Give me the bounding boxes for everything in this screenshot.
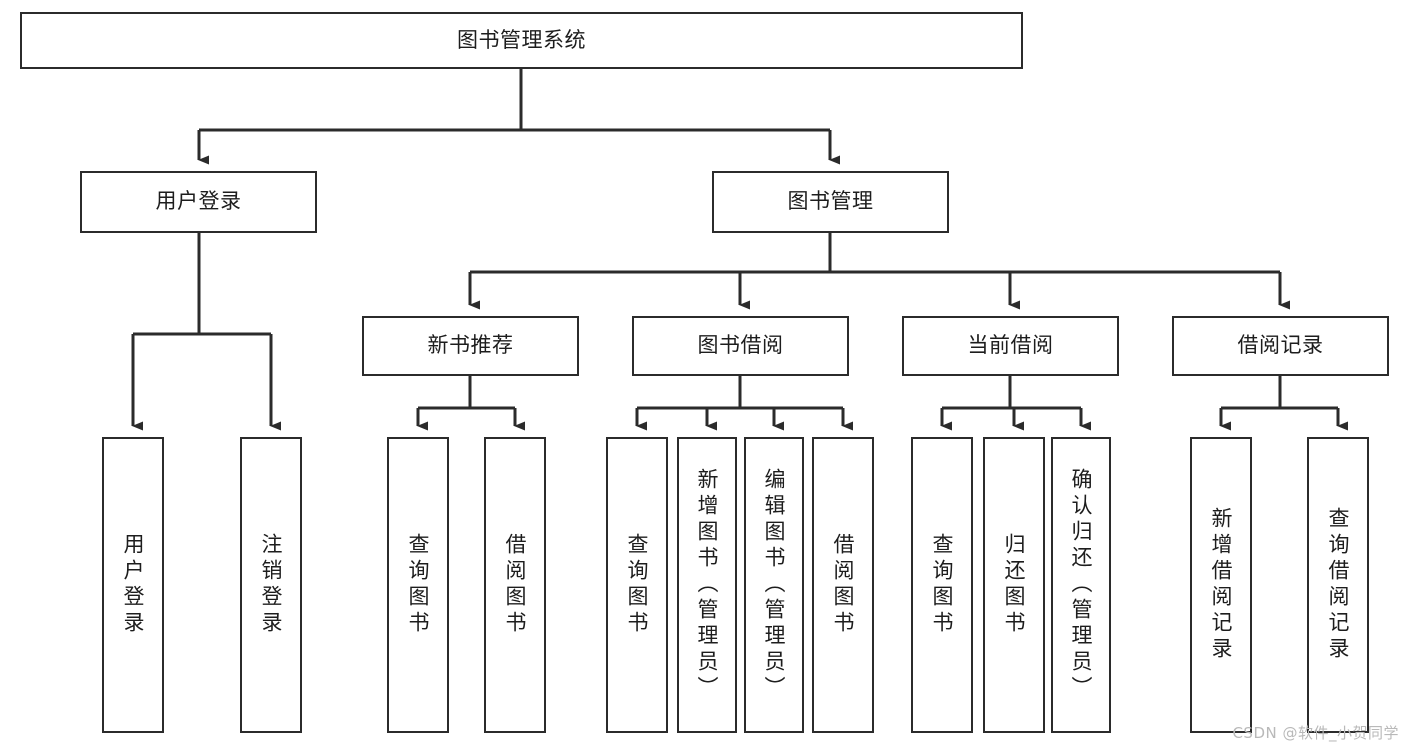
leaf-node-confirm-return-admin[interactable]: 确认归还（管理员） [1051, 437, 1111, 733]
node-label: 编辑图书（管理员） [762, 468, 787, 702]
node-label: 借阅记录 [1237, 333, 1324, 358]
node-current-borrowing[interactable]: 当前借阅 [902, 316, 1119, 376]
node-label: 确认归还（管理员） [1069, 468, 1094, 702]
node-label: 注销登录 [259, 533, 284, 637]
node-label: 新增图书（管理员） [695, 468, 720, 702]
node-label: 当前借阅 [967, 333, 1054, 358]
leaf-node-logout[interactable]: 注销登录 [240, 437, 302, 733]
leaf-node-add-book-admin[interactable]: 新增图书（管理员） [677, 437, 737, 733]
node-label: 借阅图书 [831, 533, 856, 637]
leaf-node-user-login[interactable]: 用户登录 [102, 437, 164, 733]
node-new-book-recommendation[interactable]: 新书推荐 [362, 316, 579, 376]
leaf-node-query-book-current[interactable]: 查询图书 [911, 437, 973, 733]
node-label: 查询图书 [625, 533, 650, 637]
node-book-management-system[interactable]: 图书管理系统 [20, 12, 1023, 69]
node-label: 用户登录 [121, 533, 146, 637]
leaf-node-add-borrow-record[interactable]: 新增借阅记录 [1190, 437, 1252, 733]
leaf-node-return-book[interactable]: 归还图书 [983, 437, 1045, 733]
node-label: 查询图书 [406, 533, 431, 637]
node-label: 图书借阅 [697, 333, 784, 358]
node-label: 新书推荐 [427, 333, 514, 358]
node-user-login[interactable]: 用户登录 [80, 171, 317, 233]
node-label: 查询图书 [930, 533, 955, 637]
node-label: 用户登录 [155, 189, 242, 214]
node-label: 借阅图书 [503, 533, 528, 637]
leaf-node-borrow-book[interactable]: 借阅图书 [812, 437, 874, 733]
connectors-root [131, 69, 1348, 431]
node-label: 归还图书 [1002, 533, 1027, 637]
node-borrowing-record[interactable]: 借阅记录 [1172, 316, 1389, 376]
leaf-node-query-book-borrow[interactable]: 查询图书 [606, 437, 668, 733]
node-book-management[interactable]: 图书管理 [712, 171, 949, 233]
node-label: 查询借阅记录 [1326, 507, 1351, 663]
leaf-node-query-book-rec[interactable]: 查询图书 [387, 437, 449, 733]
leaf-node-query-borrow-record[interactable]: 查询借阅记录 [1307, 437, 1369, 733]
node-label: 图书管理系统 [457, 27, 586, 52]
node-label: 图书管理 [787, 189, 874, 214]
node-label: 新增借阅记录 [1209, 507, 1234, 663]
node-book-borrowing[interactable]: 图书借阅 [632, 316, 849, 376]
leaf-node-borrow-book-rec[interactable]: 借阅图书 [484, 437, 546, 733]
leaf-node-edit-book-admin[interactable]: 编辑图书（管理员） [744, 437, 804, 733]
